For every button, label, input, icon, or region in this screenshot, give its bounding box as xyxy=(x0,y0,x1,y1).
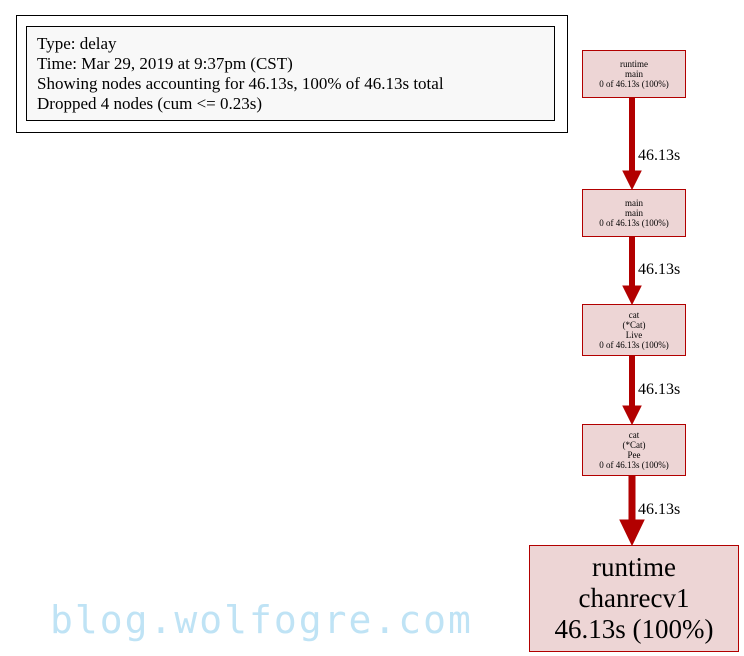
node-line: (*Cat) xyxy=(622,320,646,330)
node-line: (*Cat) xyxy=(622,440,646,450)
node-line: chanrecv1 xyxy=(578,583,690,613)
edge-4-arrow xyxy=(619,519,645,547)
node-line: 0 of 46.13s (100%) xyxy=(599,460,669,470)
node-runtime-main[interactable]: runtime main 0 of 46.13s (100%) xyxy=(582,50,686,98)
node-line: Live xyxy=(625,330,643,340)
watermark: blog.wolfogre.com xyxy=(50,598,473,642)
node-line: runtime xyxy=(592,552,676,582)
node-cat-pee[interactable]: cat (*Cat) Pee 0 of 46.13s (100%) xyxy=(582,424,686,476)
legend-showing: Showing nodes accounting for 46.13s, 100… xyxy=(37,74,444,93)
node-line: main xyxy=(625,198,643,208)
node-line: cat xyxy=(628,310,640,320)
node-line: 0 of 46.13s (100%) xyxy=(599,218,669,228)
edge-label[interactable]: 46.13s xyxy=(638,261,681,278)
node-line: main xyxy=(625,69,643,79)
legend-dropped: Dropped 4 nodes (cum <= 0.23s) xyxy=(37,94,263,113)
node-line: main xyxy=(625,208,643,218)
edge-label[interactable]: 46.13s xyxy=(638,147,681,164)
legend-type: Type: delay xyxy=(37,34,117,53)
node-line: 46.13s (100%) xyxy=(554,614,714,644)
node-line: 0 of 46.13s (100%) xyxy=(599,340,669,350)
edge-label[interactable]: 46.13s xyxy=(638,501,681,518)
edge-label[interactable]: 46.13s xyxy=(638,381,681,398)
legend-time: Time: Mar 29, 2019 at 9:37pm (CST) xyxy=(37,54,293,73)
node-line: 0 of 46.13s (100%) xyxy=(599,79,669,89)
node-runtime-chanrecv1[interactable]: runtime chanrecv1 46.13s (100%) xyxy=(529,545,739,652)
edge-3-arrow xyxy=(622,405,642,426)
node-cat-live[interactable]: cat (*Cat) Live 0 of 46.13s (100%) xyxy=(582,304,686,356)
legend: Type: delay Time: Mar 29, 2019 at 9:37pm… xyxy=(26,26,555,121)
node-line: cat xyxy=(628,430,640,440)
edge-2-arrow xyxy=(622,285,642,306)
node-main-main[interactable]: main main 0 of 46.13s (100%) xyxy=(582,189,686,237)
node-line: runtime xyxy=(620,59,648,69)
node-line: Pee xyxy=(627,450,641,460)
legend-frame xyxy=(16,15,568,133)
edge-1-arrow xyxy=(622,170,642,191)
